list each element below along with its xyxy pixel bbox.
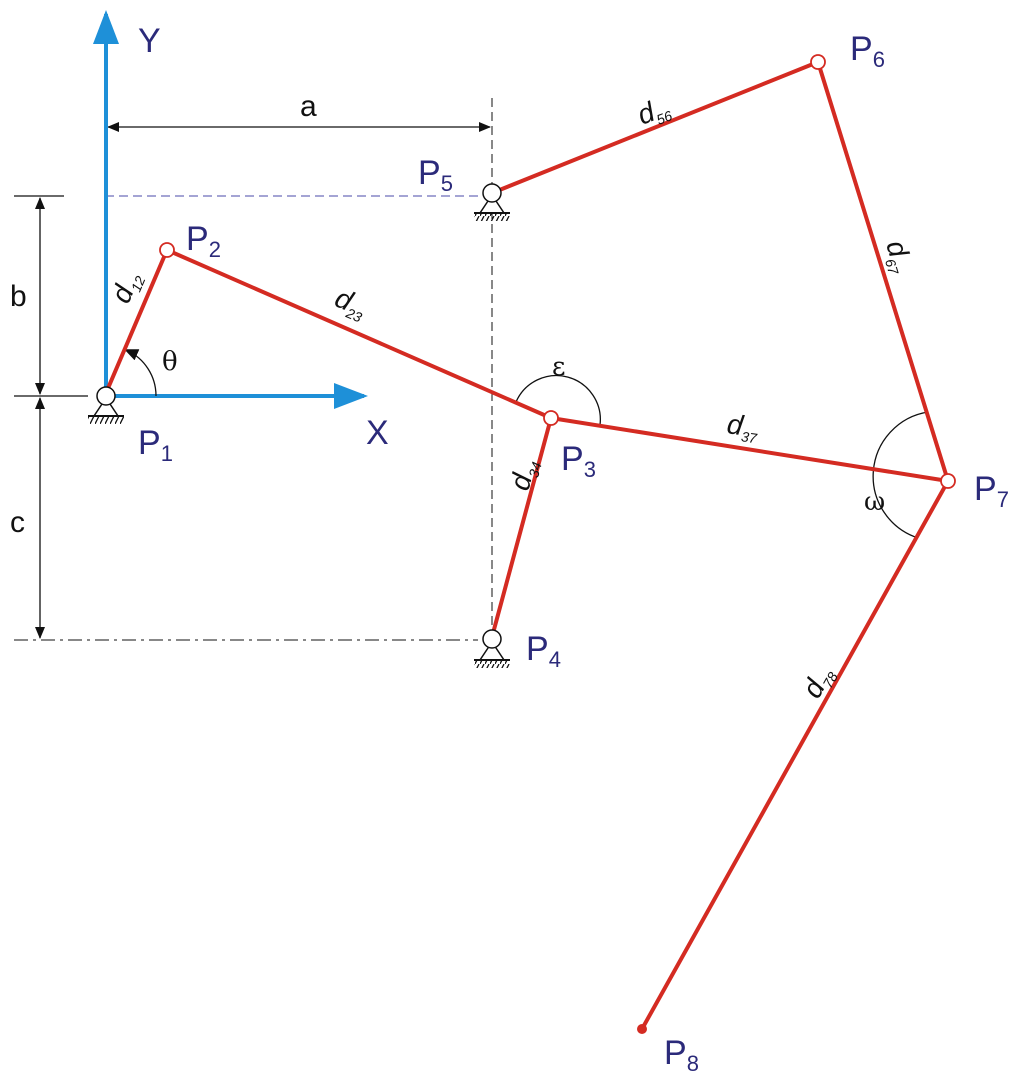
coordinate-axes: Y X xyxy=(93,10,389,452)
angle-markers: θ ε ω xyxy=(124,347,929,539)
ground-support-p1 xyxy=(88,386,124,424)
link-d23 xyxy=(165,248,553,420)
epsilon-arc xyxy=(515,374,601,426)
dimension-c-label: c xyxy=(10,506,25,539)
point-label-p8: P8 xyxy=(664,1034,699,1076)
link-d12 xyxy=(104,248,169,395)
link-label-d23: d23 xyxy=(329,282,371,326)
linkage-links xyxy=(104,60,950,1031)
link-label-d78: d78 xyxy=(796,660,841,704)
point-label-p5: P5 xyxy=(418,154,453,196)
link-label-d37: d37 xyxy=(725,408,762,446)
joint-p2 xyxy=(159,242,175,258)
joint-p1 xyxy=(96,386,116,406)
dimension-a-label: a xyxy=(300,90,317,123)
x-axis-label: X xyxy=(366,414,389,452)
theta-arc xyxy=(124,349,157,397)
point-label-p6: P6 xyxy=(850,30,885,72)
joint-p7 xyxy=(940,473,956,489)
y-axis-label: Y xyxy=(138,22,161,60)
epsilon-label: ε xyxy=(552,352,565,382)
link-d56 xyxy=(490,60,820,195)
point-label-p1: P1 xyxy=(138,424,173,466)
link-d78 xyxy=(640,479,950,1031)
joint-p4 xyxy=(482,629,502,649)
joint-p3 xyxy=(543,410,559,426)
link-d34 xyxy=(490,416,553,639)
ground-support-p5 xyxy=(474,183,510,221)
dimension-b-label: b xyxy=(10,280,27,313)
moving-joints xyxy=(159,54,956,1034)
point-label-p2: P2 xyxy=(186,220,221,262)
theta-label: θ xyxy=(162,347,178,377)
joint-p8 xyxy=(637,1024,647,1034)
joint-p6 xyxy=(810,54,826,70)
point-label-p3: P3 xyxy=(561,440,596,482)
dimensions: a b c xyxy=(10,90,491,639)
link-d37 xyxy=(549,416,950,483)
point-labels: P1 P2 P3 P4 P5 P6 P7 P8 xyxy=(138,30,1009,1076)
ground-support-p4 xyxy=(474,629,510,668)
joint-p5 xyxy=(482,183,502,203)
omega-label: ω xyxy=(864,487,885,517)
point-label-p4: P4 xyxy=(526,630,561,672)
point-label-p7: P7 xyxy=(974,470,1009,512)
link-d67 xyxy=(816,60,950,483)
link-label-d12: d12 xyxy=(105,266,149,308)
